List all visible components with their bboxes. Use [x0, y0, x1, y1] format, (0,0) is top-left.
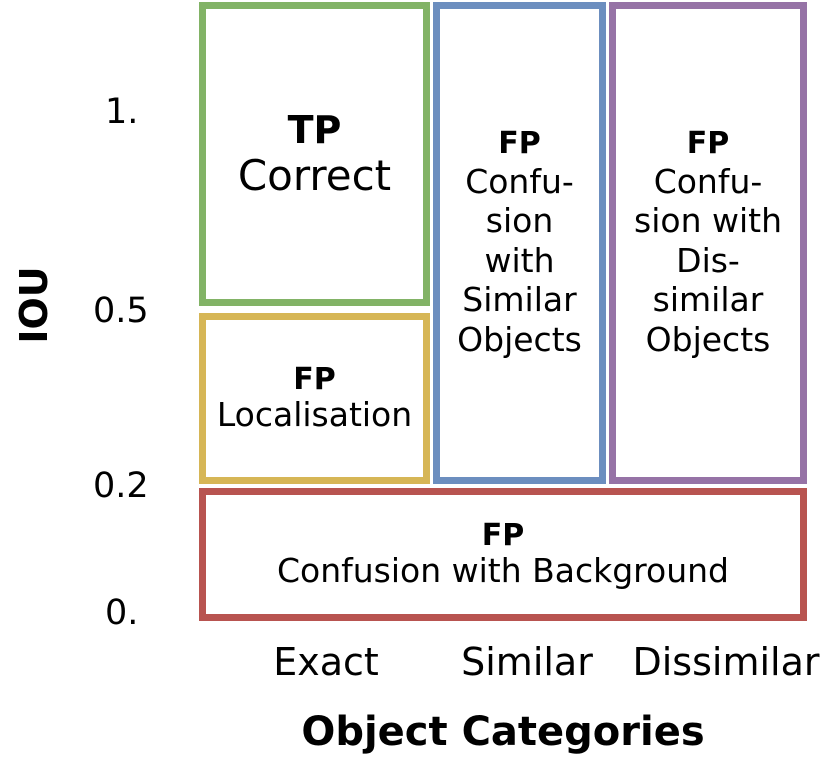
box-description-line: Similar	[462, 280, 577, 320]
box-description-line: Objects	[645, 319, 771, 359]
box-description-line: sion with	[634, 201, 782, 241]
x-category-exact: Exact	[273, 640, 379, 684]
box-description-line: Confu-	[465, 161, 574, 201]
y-axis-label: IOU	[12, 266, 56, 344]
box-title: FP	[481, 517, 525, 553]
box-title: TP	[287, 107, 342, 152]
box-description: Confusion with Background	[276, 551, 729, 591]
fp-similar-objects-box: FP Confu- sion with Similar Objects	[433, 2, 606, 484]
box-description-line: Dis-	[676, 240, 740, 280]
box-description-line: with	[484, 240, 555, 280]
box-title: FP	[686, 126, 730, 161]
fp-localisation-box: FP Localisation	[199, 313, 430, 484]
x-axis-label: Object Categories	[301, 709, 705, 755]
box-description-line: Objects	[457, 319, 582, 359]
box-description-line: similar	[652, 280, 764, 320]
y-tick-0: 0.	[105, 593, 139, 633]
box-description-line: Confu-	[653, 161, 763, 201]
fp-dissimilar-objects-box: FP Confu- sion with Dis- similar Objects	[609, 2, 807, 484]
y-tick-1: 1.	[105, 92, 139, 132]
y-tick-0-2: 0.2	[93, 466, 149, 506]
x-category-similar: Similar	[461, 640, 593, 684]
box-title: FP	[293, 361, 336, 397]
tp-correct-box: TP Correct	[199, 2, 430, 306]
box-description-line: sion	[485, 201, 554, 241]
x-category-dissimilar: Dissimilar	[632, 640, 820, 684]
box-description: Localisation	[216, 395, 413, 435]
fp-background-box: FP Confusion with Background	[199, 488, 807, 621]
box-title: FP	[498, 126, 541, 161]
y-tick-0-5: 0.5	[93, 291, 149, 331]
box-description: Correct	[237, 151, 392, 201]
